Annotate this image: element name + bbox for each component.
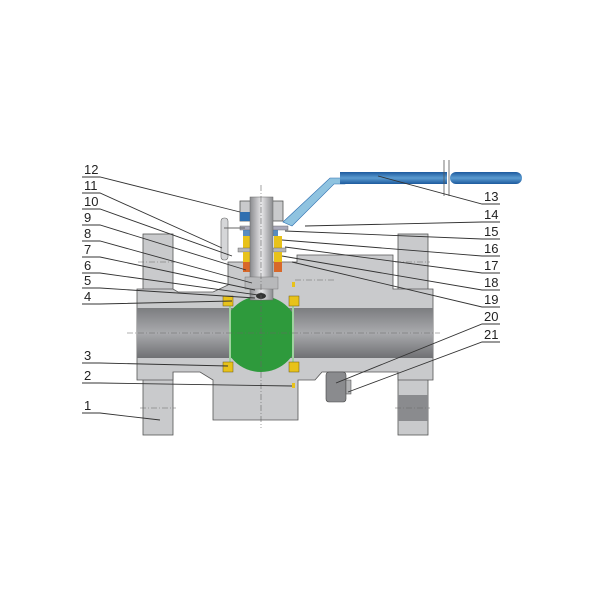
leader-line-9 [82, 224, 247, 271]
part-label-6: 6 [84, 258, 91, 273]
leader-line-13 [377, 175, 500, 205]
leader-line-11 [82, 192, 223, 249]
part-label-1: 1 [84, 398, 91, 413]
part-label-19: 19 [484, 292, 498, 307]
leader-line-5 [82, 287, 256, 299]
leader-line-20 [335, 323, 500, 384]
part-label-13: 13 [484, 189, 498, 204]
part-label-4: 4 [84, 289, 91, 304]
part-label-11: 11 [84, 178, 98, 193]
handle-arm [282, 177, 346, 227]
leader-line-7 [82, 256, 256, 291]
stem [249, 196, 274, 301]
part-label-7: 7 [84, 242, 91, 257]
part-label-15: 15 [484, 224, 498, 239]
part-label-3: 3 [84, 348, 91, 363]
seat-top-right [288, 295, 300, 307]
leader-line-8 [82, 240, 253, 284]
part-label-8: 8 [84, 226, 91, 241]
leader-line-6 [82, 272, 259, 296]
part-label-18: 18 [484, 275, 498, 290]
seat-bottom-left [222, 361, 234, 373]
leader-line-21 [347, 341, 500, 393]
part-label-17: 17 [484, 258, 498, 273]
leader-line-3 [82, 362, 229, 367]
leader-line-15 [284, 230, 500, 240]
leader-line-14 [304, 221, 500, 227]
part-label-10: 10 [84, 194, 98, 209]
handle-grip-end [450, 172, 522, 184]
part-label-5: 5 [84, 273, 91, 288]
leader-line-18 [281, 255, 500, 291]
handle-grip [340, 172, 447, 184]
leader-line-12 [82, 176, 241, 213]
part-label-16: 16 [484, 241, 498, 256]
part-label-12: 12 [84, 162, 98, 177]
leader-line-10 [82, 208, 233, 257]
leader-line-2 [82, 382, 293, 387]
leader-line-4 [82, 300, 233, 305]
seat-bottom-right [288, 361, 300, 373]
leader-line-1 [82, 412, 161, 421]
part-label-21: 21 [484, 327, 498, 342]
part-label-9: 9 [84, 210, 91, 225]
flange-bolt-hole [398, 395, 428, 421]
part-label-20: 20 [484, 309, 498, 324]
leader-line-16 [281, 239, 500, 257]
leader-line-19 [291, 261, 500, 308]
leader-line-17 [284, 246, 500, 274]
part-label-2: 2 [84, 368, 91, 383]
part-label-14: 14 [484, 207, 498, 222]
body-bolt [325, 371, 347, 403]
